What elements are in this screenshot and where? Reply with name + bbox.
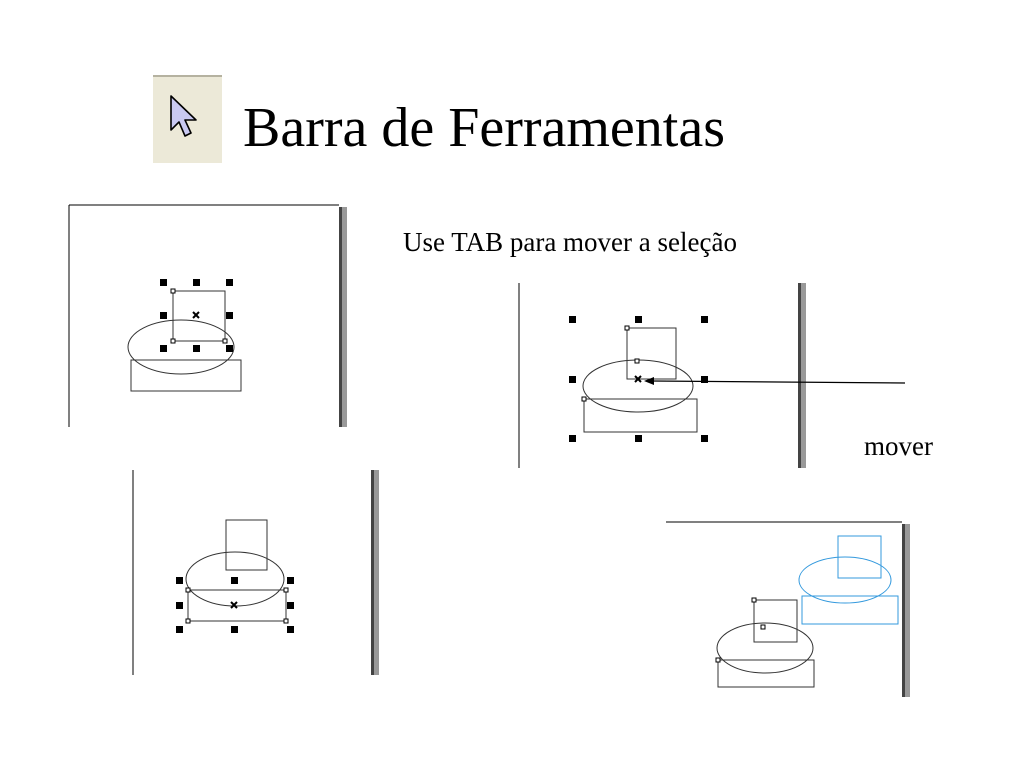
selection-handles <box>160 279 233 352</box>
canvas-panel-initial <box>66 203 350 429</box>
move-label: mover <box>864 431 933 461</box>
pointer-arrow-icon <box>170 95 197 137</box>
canvas-panel-drag-move <box>663 519 915 699</box>
slide-title: Barra de Ferramentas <box>243 97 725 159</box>
canvas-panel-tab-selection <box>515 280 915 472</box>
selection-handles <box>176 577 294 633</box>
pointer-tool-button[interactable] <box>153 75 222 163</box>
move-pointer-line <box>651 380 906 384</box>
canvas-panel-next-selection <box>130 468 382 678</box>
drag-preview-outline <box>798 535 899 625</box>
instruction-caption: Use TAB para mover a seleção <box>403 227 737 257</box>
selection-handles <box>569 316 708 442</box>
